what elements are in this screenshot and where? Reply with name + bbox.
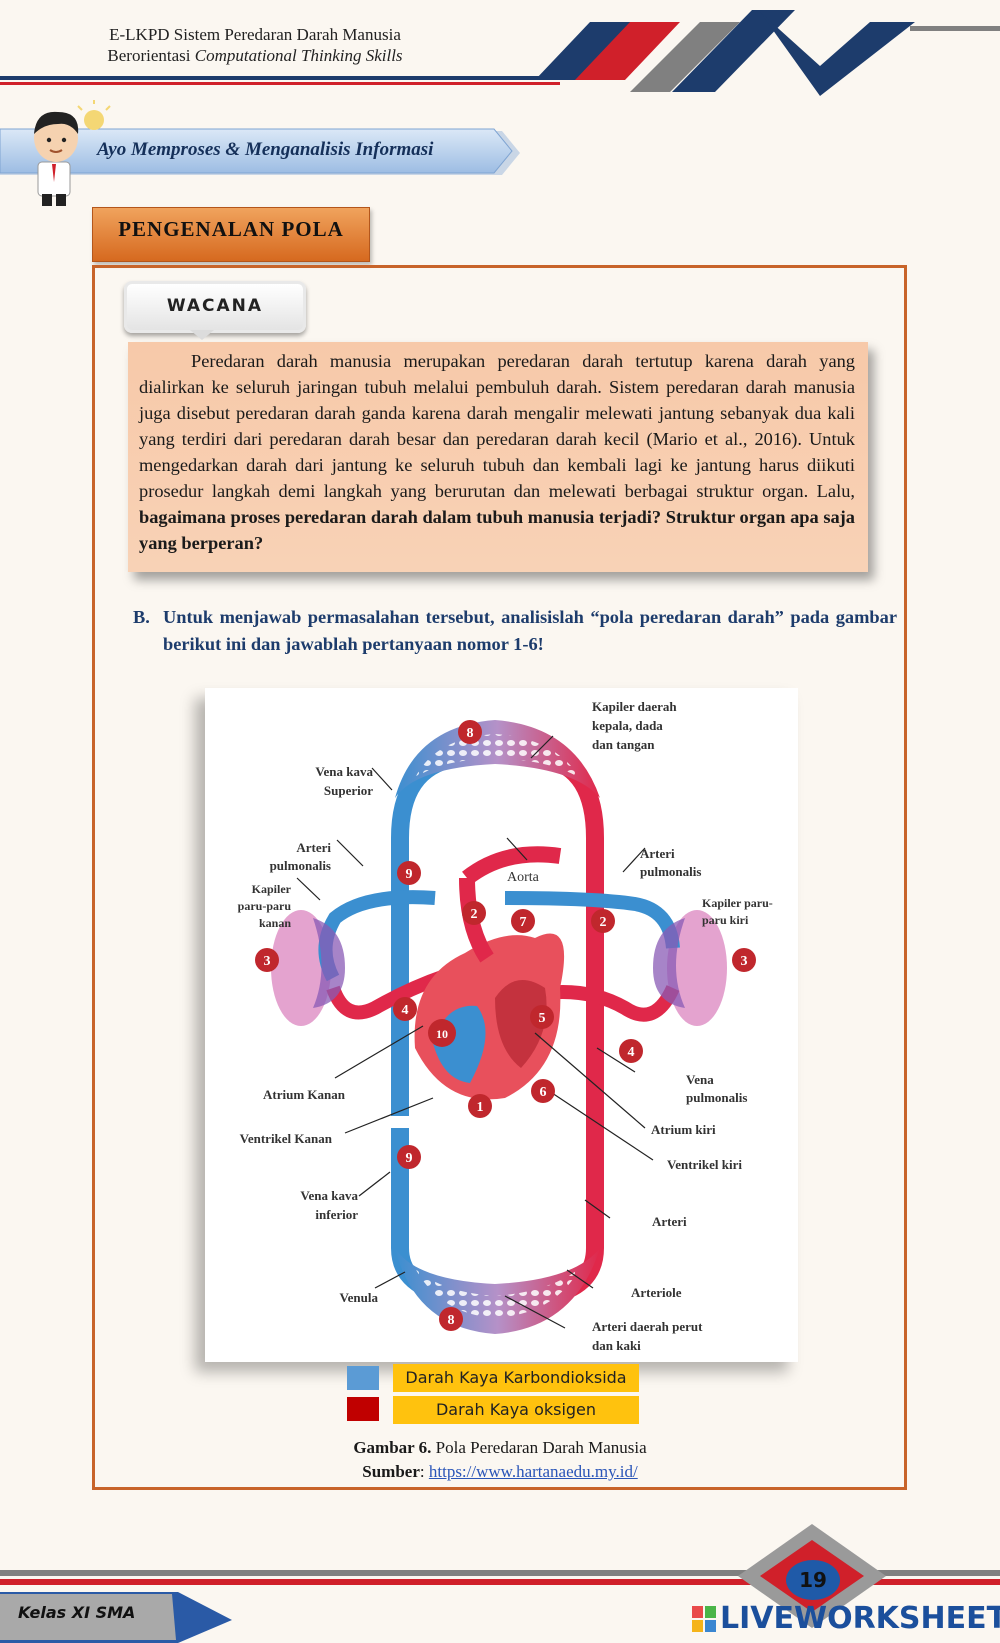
label-arteri-pulmonalis-right-2: pulmonalis bbox=[640, 864, 701, 879]
lightbulb-icon bbox=[84, 110, 104, 130]
wacana-paragraph: Peredaran darah manusia merupakan pereda… bbox=[139, 348, 855, 556]
label-aorta: Aorta bbox=[507, 870, 540, 885]
marker-6: 6 bbox=[540, 1085, 547, 1100]
page-number: 19 bbox=[787, 1561, 839, 1599]
label-vena-kava-inferior-1: Vena kava bbox=[300, 1188, 358, 1203]
question-b: B. Untuk menjawab permasalahan tersebut,… bbox=[133, 604, 897, 658]
wacana-paragraph-bold: bagaimana proses peredaran darah dalam t… bbox=[139, 507, 855, 553]
capillary-bottom bbox=[395, 1248, 600, 1334]
legend-swatch-oxygen bbox=[347, 1397, 379, 1421]
label-kapiler-paru-kanan-1: Kapiler bbox=[252, 882, 292, 896]
label-arteriole: Arteriole bbox=[631, 1285, 682, 1300]
marker-4-left: 4 bbox=[402, 1003, 409, 1018]
marker-9-top: 9 bbox=[406, 867, 413, 882]
label-atrium-kanan: Atrium Kanan bbox=[263, 1087, 346, 1102]
label-arteri: Arteri bbox=[652, 1214, 687, 1229]
label-kapiler-paru-kiri-1: Kapiler paru- bbox=[702, 896, 773, 910]
marker-3-left: 3 bbox=[264, 954, 271, 969]
wacana-paragraph-normal: Peredaran darah manusia merupakan pereda… bbox=[139, 351, 855, 501]
marker-2-left: 2 bbox=[471, 907, 478, 922]
circulation-diagram-svg: 8 9 2 7 2 3 3 4 10 5 4 1 6 9 8 Kapiler d… bbox=[205, 688, 798, 1362]
figure-source: Sumber: https://www.hartanaedu.my.id/ bbox=[0, 1462, 1000, 1482]
marker-8-top: 8 bbox=[467, 726, 474, 741]
marker-7: 7 bbox=[520, 915, 527, 930]
label-arteri-perut-2: dan kaki bbox=[592, 1338, 641, 1353]
label-arteri-pulmonalis-left-2: pulmonalis bbox=[270, 858, 331, 873]
section-tab-label: PENGENALAN POLA bbox=[93, 217, 369, 242]
figure-source-label: Sumber bbox=[362, 1462, 420, 1481]
label-kapiler-paru-kanan-3: kanan bbox=[259, 916, 291, 930]
label-kapiler-kepala-3: dan tangan bbox=[592, 737, 655, 752]
label-ventrikel-kiri: Ventrikel kiri bbox=[667, 1157, 742, 1172]
label-kapiler-paru-kiri-2: paru kiri bbox=[702, 913, 749, 927]
wacana-badge-tail bbox=[190, 330, 214, 340]
liveworksheets-brand: LIVEWORKSHEETS bbox=[720, 1601, 1000, 1636]
header-title-line1: E-LKPD Sistem Peredaran Darah Manusia bbox=[70, 24, 440, 45]
header-title-line2: Berorientasi Computational Thinking Skil… bbox=[70, 45, 440, 66]
label-kapiler-paru-kanan-2: paru-paru bbox=[238, 899, 292, 913]
header-title-prefix: Berorientasi bbox=[107, 46, 194, 65]
label-vena-kava-superior-1: Vena kava bbox=[315, 764, 373, 779]
legend-swatch-co2 bbox=[347, 1366, 379, 1390]
wacana-badge: WACANA bbox=[124, 281, 306, 333]
circulation-diagram: 8 9 2 7 2 3 3 4 10 5 4 1 6 9 8 Kapiler d… bbox=[205, 688, 798, 1362]
figure-source-sep: : bbox=[420, 1462, 429, 1481]
liveworksheets-brand-text: LIVEWORKSHEETS bbox=[720, 1601, 1000, 1636]
marker-3-right: 3 bbox=[741, 954, 748, 969]
footer-class-label: Kelas XI SMA bbox=[18, 1603, 135, 1622]
marker-2-right: 2 bbox=[600, 915, 607, 930]
figure-source-link[interactable]: https://www.hartanaedu.my.id/ bbox=[429, 1462, 638, 1481]
marker-9-bottom: 9 bbox=[406, 1151, 413, 1166]
legend-label-co2: Darah Kaya Karbondioksida bbox=[393, 1364, 639, 1392]
label-arteri-perut-1: Arteri daerah perut bbox=[592, 1319, 703, 1334]
question-b-text: Untuk menjawab permasalahan tersebut, an… bbox=[163, 604, 897, 658]
section-tab-pengenalan-pola: PENGENALAN POLA bbox=[92, 207, 370, 262]
label-arteri-pulmonalis-right-1: Arteri bbox=[640, 846, 675, 861]
marker-8-bottom: 8 bbox=[448, 1313, 455, 1328]
label-arteri-pulmonalis-left-1: Arteri bbox=[296, 840, 331, 855]
figure-caption: Gambar 6. Pola Peredaran Darah Manusia bbox=[0, 1438, 1000, 1458]
capillary-top bbox=[395, 720, 600, 798]
liveworksheets-logo-icon bbox=[692, 1606, 716, 1632]
wacana-badge-label: WACANA bbox=[127, 296, 303, 316]
label-ventrikel-kanan: Ventrikel Kanan bbox=[240, 1131, 333, 1146]
marker-5: 5 bbox=[539, 1011, 546, 1026]
label-kapiler-kepala-2: kepala, dada bbox=[592, 718, 663, 733]
label-vena-kava-superior-2: Superior bbox=[324, 783, 373, 798]
question-b-label: B. bbox=[133, 604, 150, 631]
vena-pulmonalis-kiri bbox=[545, 988, 673, 1015]
label-vena-pulmonalis-1: Vena bbox=[686, 1072, 714, 1087]
label-venula: Venula bbox=[339, 1290, 378, 1305]
label-vena-pulmonalis-2: pulmonalis bbox=[686, 1090, 747, 1105]
header-title: E-LKPD Sistem Peredaran Darah Manusia Be… bbox=[70, 24, 440, 66]
label-atrium-kiri: Atrium kiri bbox=[651, 1122, 716, 1137]
label-kapiler-kepala-1: Kapiler daerah bbox=[592, 699, 677, 714]
marker-4-right: 4 bbox=[628, 1045, 635, 1060]
figure-caption-label: Gambar 6. bbox=[353, 1438, 431, 1457]
legend-label-oxygen: Darah Kaya oksigen bbox=[393, 1396, 639, 1424]
marker-1: 1 bbox=[477, 1100, 484, 1115]
header-title-italic: Computational Thinking Skills bbox=[195, 46, 403, 65]
label-vena-kava-inferior-2: inferior bbox=[315, 1207, 358, 1222]
figure-caption-title: Pola Peredaran Darah Manusia bbox=[431, 1438, 646, 1457]
section-banner-text: Ayo Memproses & Menganalisis Informasi bbox=[97, 139, 433, 161]
wacana-text-box: Peredaran darah manusia merupakan pereda… bbox=[128, 342, 868, 572]
marker-10: 10 bbox=[436, 1027, 448, 1041]
